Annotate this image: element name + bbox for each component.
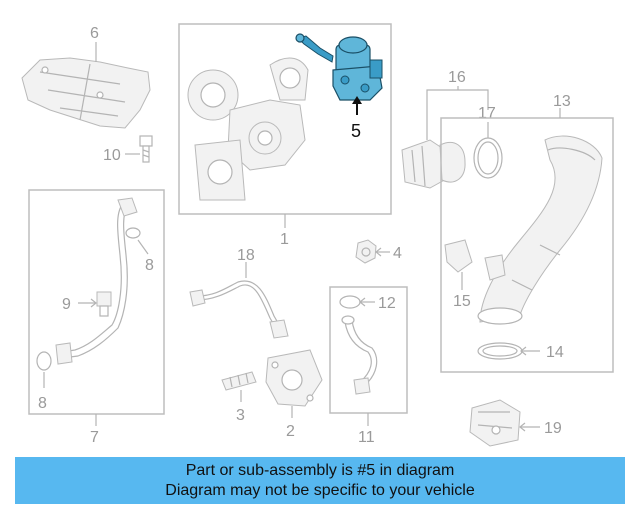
callout-8-lower: 8 (38, 395, 47, 412)
callout-18: 18 (237, 247, 255, 264)
callout-15: 15 (453, 293, 471, 310)
callout-11: 11 (358, 429, 375, 446)
callout-2: 2 (286, 423, 295, 440)
callout-16: 16 (448, 69, 466, 86)
part-14-o-ring[interactable] (477, 342, 523, 360)
part-8-washer-upper[interactable] (125, 227, 141, 239)
callout-8-upper: 8 (145, 257, 154, 274)
part-2-gasket[interactable] (265, 349, 323, 407)
callout-3: 3 (236, 407, 245, 424)
part-3-stud[interactable] (221, 371, 257, 391)
callout-6: 6 (90, 25, 99, 42)
callout-7: 7 (90, 429, 99, 446)
part-7-oil-line[interactable] (55, 197, 138, 365)
info-banner: Part or sub-assembly is #5 in diagram Di… (15, 457, 625, 504)
callout-5: 5 (351, 121, 361, 141)
part-18-return-line[interactable] (189, 280, 289, 339)
part-12-o-ring[interactable] (339, 295, 361, 309)
part-6-heat-shield[interactable] (21, 57, 151, 129)
callout-1: 1 (280, 231, 289, 248)
part-4-nut[interactable] (355, 239, 377, 264)
intercooler-pipe-box (440, 117, 614, 373)
callout-14: 14 (546, 344, 564, 361)
part-8-washer-lower[interactable] (36, 351, 52, 371)
part-5-actuator[interactable] (295, 33, 383, 101)
callout-10: 10 (103, 147, 121, 164)
part-11-coolant-pipe[interactable] (341, 315, 378, 395)
part-16-hose[interactable] (401, 139, 466, 189)
part-15-sensor[interactable] (444, 239, 506, 281)
part-9-banjo-bolt[interactable] (96, 291, 112, 317)
part-13-intake-pipe[interactable] (477, 135, 603, 325)
callout-19: 19 (544, 420, 562, 437)
callout-12: 12 (378, 295, 396, 312)
part-1-turbocharger[interactable] (187, 57, 309, 201)
part-17-gasket[interactable] (473, 137, 503, 179)
part-10-bolt[interactable] (139, 135, 153, 163)
parts-diagram: 6 10 1 5 (21, 23, 614, 447)
callout-9: 9 (62, 296, 71, 313)
callout-4: 4 (393, 245, 402, 262)
part-19-bracket[interactable] (469, 399, 521, 447)
banner-line-2: Diagram may not be specific to your vehi… (165, 482, 475, 499)
banner-line-1: Part or sub-assembly is #5 in diagram (185, 462, 455, 479)
callout-17: 17 (478, 105, 496, 122)
callout-13: 13 (553, 93, 571, 110)
